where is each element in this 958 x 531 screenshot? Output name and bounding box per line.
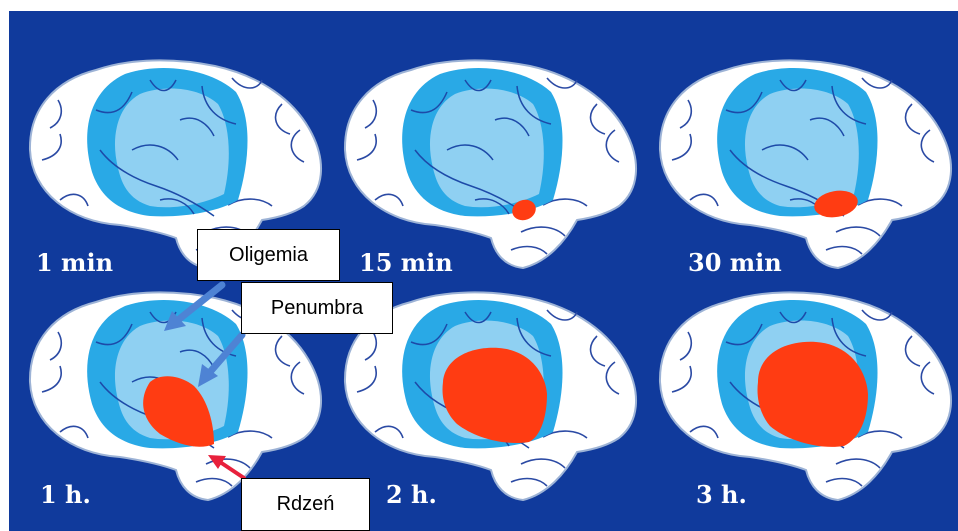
core-callout: Rdzeń [241,478,370,531]
brain-panel-3-h: 3 h. [660,292,951,509]
panel-label: 1 min [36,248,113,277]
brain-panel-30-min: 30 min [660,60,951,277]
panel-label: 15 min [359,248,453,277]
oligemia-callout: Oligemia [197,229,340,281]
penumbra-callout: Penumbra [241,282,393,334]
brain-panel-15-min: 15 min [345,60,636,277]
panel-label: 2 h. [386,480,437,509]
panel-label: 30 min [688,248,782,277]
panel-label: 1 h. [40,480,91,509]
panel-label: 3 h. [696,480,747,509]
